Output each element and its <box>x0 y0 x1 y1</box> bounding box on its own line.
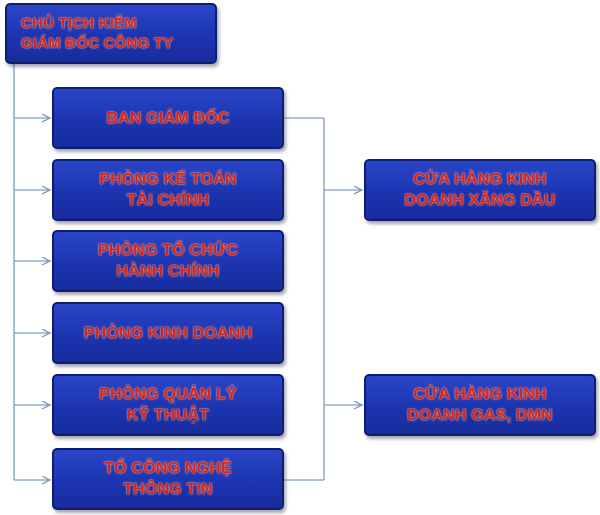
department-label: PHÒNG TỔ CHỨC HÀNH CHÍNH <box>97 242 239 280</box>
store-box-gas: CỬA HÀNG KINH DOANH GAS, DMN <box>364 374 596 436</box>
store-label: CỬA HÀNG KINH DOANH GAS, DMN <box>407 386 553 424</box>
department-box-board: BAN GIÁM ĐỐC <box>52 87 284 149</box>
department-label: TỔ CÔNG NGHỆ THÔNG TIN <box>104 460 232 498</box>
department-box-administration: PHÒNG TỔ CHỨC HÀNH CHÍNH <box>52 230 284 292</box>
department-label: BAN GIÁM ĐỐC <box>106 109 230 127</box>
ceo-label: CHỦ TỊCH KIÊM GIÁM ĐỐC CÔNG TY <box>21 14 174 52</box>
department-label: PHÒNG QUẢN LÝ KỸ THUẬT <box>99 386 237 424</box>
department-box-accounting: PHÒNG KẾ TOÁN TÀI CHÍNH <box>52 159 284 221</box>
department-box-business: PHÒNG KINH DOANH <box>52 302 284 364</box>
department-box-it: TỔ CÔNG NGHỆ THÔNG TIN <box>52 448 284 510</box>
store-label: CỬA HÀNG KINH DOANH XĂNG DẦU <box>404 171 556 209</box>
department-label: PHÒNG KINH DOANH <box>83 324 253 342</box>
store-box-petrol: CỬA HÀNG KINH DOANH XĂNG DẦU <box>364 159 596 221</box>
department-box-technical: PHÒNG QUẢN LÝ KỸ THUẬT <box>52 374 284 436</box>
ceo-box: CHỦ TỊCH KIÊM GIÁM ĐỐC CÔNG TY <box>5 3 217 64</box>
department-label: PHÒNG KẾ TOÁN TÀI CHÍNH <box>99 171 237 209</box>
